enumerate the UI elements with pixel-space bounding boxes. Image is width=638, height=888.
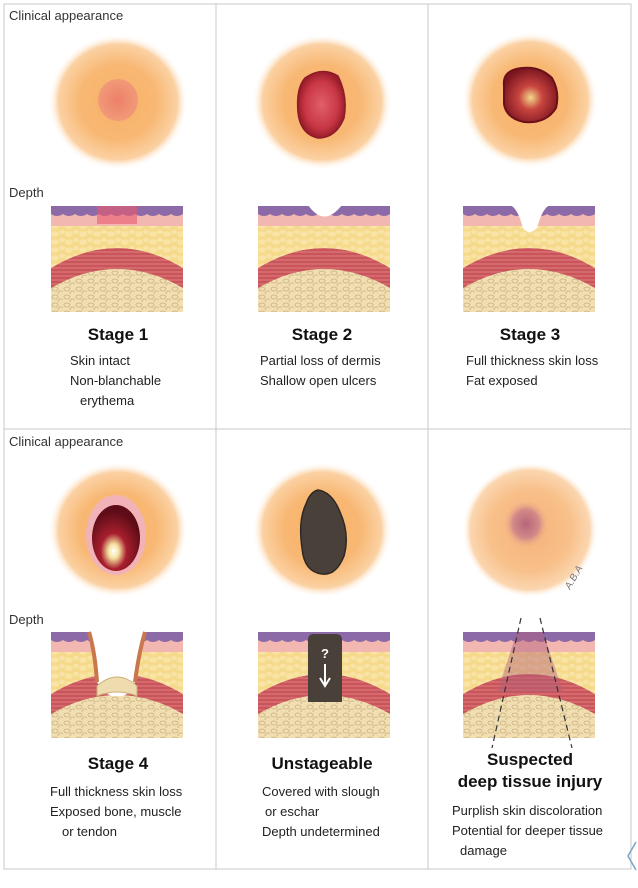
stage-2-depth-cross-section: [258, 205, 390, 312]
dti-desc-line-1: Purplish skin discoloration: [452, 803, 602, 818]
stage-4-desc-line-1: Full thickness skin loss: [50, 784, 183, 799]
stage-4-title: Stage 4: [88, 754, 149, 773]
dti-title-line-1: Suspected: [487, 750, 573, 769]
stage-1-erythema-spot: [98, 79, 138, 121]
depth-label-bottom: Depth: [9, 612, 44, 627]
dti-discoloration: [504, 500, 548, 548]
dti-depth-cross-section: [463, 632, 595, 738]
stage-3-wound: [504, 68, 558, 123]
dti-desc-line-3: damage: [460, 843, 507, 858]
unstageable-desc-line-2: or eschar: [265, 804, 320, 819]
stage-4-depth-cross-section: [51, 631, 183, 738]
stage-1-desc-line-1: Skin intact: [70, 353, 130, 368]
stage-1-desc-line-2: Non-blanchable: [70, 373, 161, 388]
stage-4-wound: [92, 505, 140, 571]
unstageable-desc-line-1: Covered with slough: [262, 784, 380, 799]
depth-label-top: Depth: [9, 185, 44, 200]
stage-3-depth-cross-section: [463, 205, 595, 312]
dti-desc-line-2: Potential for deeper tissue: [452, 823, 603, 838]
clinical-appearance-label-bottom: Clinical appearance: [9, 434, 123, 449]
stage-1-title: Stage 1: [88, 325, 148, 344]
stage-4-desc-line-3: or tendon: [62, 824, 117, 839]
clinical-appearance-label-top: Clinical appearance: [9, 8, 123, 23]
unstageable-title: Unstageable: [271, 754, 372, 773]
unstageable-question-mark: ?: [321, 646, 329, 661]
stage-2-desc-line-2: Shallow open ulcers: [260, 373, 377, 388]
stage-3-desc-line-1: Full thickness skin loss: [466, 353, 599, 368]
unstageable-depth-cross-section: ?: [258, 632, 390, 738]
stage-2-title: Stage 2: [292, 325, 352, 344]
stage-4-desc-line-2: Exposed bone, muscle: [50, 804, 182, 819]
stage-3-desc-line-2: Fat exposed: [466, 373, 538, 388]
stage-1-desc-line-3: erythema: [80, 393, 135, 408]
stage-2-desc-line-1: Partial loss of dermis: [260, 353, 381, 368]
stage-2-wound: [298, 71, 346, 138]
unstageable-desc-line-3: Depth undetermined: [262, 824, 380, 839]
stage-3-title: Stage 3: [500, 325, 560, 344]
dti-title-line-2: deep tissue injury: [458, 772, 603, 791]
stage-1-depth-cross-section: [51, 206, 183, 312]
